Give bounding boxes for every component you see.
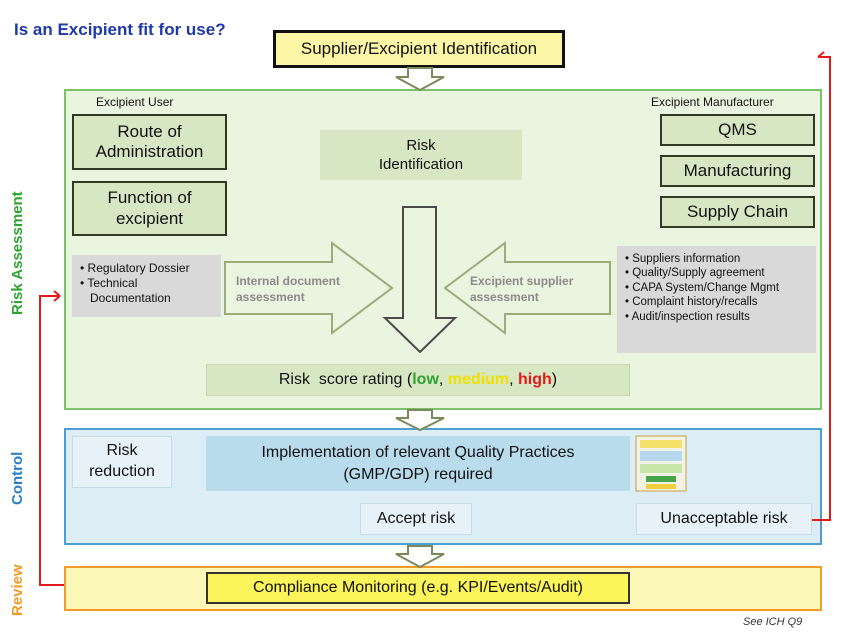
risk-medium-label: medium — [447, 371, 510, 388]
supplier-identification-box: Supplier/Excipient Identification — [273, 30, 565, 68]
supplier-assessment-label: Excipient supplier assessment — [470, 274, 574, 304]
risk-high-label: high — [518, 371, 552, 388]
route-of-administration-box: Route of Administration — [72, 114, 227, 170]
unacceptable-risk-box: Unacceptable risk — [636, 503, 812, 535]
accept-risk-box: Accept risk — [360, 503, 472, 535]
function-line1: Function of — [107, 188, 192, 208]
arrow-control-to-review — [395, 545, 445, 569]
excipient-user-heading: Excipient User — [96, 95, 174, 109]
central-down-arrow — [382, 206, 458, 354]
page-title: Is an Excipient fit for use? — [14, 20, 226, 39]
unacceptable-feedback-line — [812, 56, 831, 521]
excipient-manufacturer-heading: Excipient Manufacturer — [651, 95, 774, 109]
manufacturer-info-box: • Suppliers information • Quality/Supply… — [617, 246, 816, 353]
doc-item-documentation: Documentation — [90, 291, 171, 305]
risk-id-line2: Identification — [378, 156, 464, 173]
route-line2: Administration — [95, 142, 204, 161]
risk-score-rating-box: Risk score rating (low, medium, high) — [206, 364, 630, 396]
implementation-box: Implementation of relevant Quality Pract… — [206, 436, 630, 491]
risk-low-label: low — [412, 371, 439, 388]
manufacturing-box: Manufacturing — [660, 155, 815, 187]
function-of-excipient-box: Function of excipient — [72, 181, 227, 236]
info-item: • Quality/Supply agreement — [625, 267, 765, 280]
risk-reduction-box: Risk reduction — [72, 436, 172, 488]
risk-id-line1: Risk — [406, 136, 436, 154]
doc-item-dossier: • Regulatory Dossier — [80, 261, 190, 275]
info-item: • CAPA System/Change Mgmt — [625, 281, 780, 294]
internal-assessment-arrow — [224, 241, 394, 335]
user-documents-box: • Regulatory Dossier • Technical Documen… — [72, 255, 221, 317]
supply-chain-box: Supply Chain — [660, 196, 815, 228]
info-item: • Complaint history/recalls — [625, 296, 758, 309]
doc-item-technical: • Technical — [80, 276, 138, 290]
document-thumbnail — [635, 435, 687, 492]
qms-box: QMS — [660, 114, 815, 146]
control-label: Control — [9, 451, 26, 505]
internal-assessment-label: Internal document assessment — [236, 274, 341, 304]
review-feedback-line — [39, 295, 64, 586]
info-item: • Suppliers information — [625, 253, 741, 265]
risk-assessment-label: Risk Assessment — [9, 191, 26, 315]
route-line1: Route of — [117, 121, 182, 141]
arrow-ident-to-ra — [395, 67, 445, 92]
risk-identification-box: Risk Identification — [320, 130, 522, 180]
supplier-assessment-arrow — [443, 241, 611, 335]
function-line2: excipient — [115, 208, 184, 228]
info-item: • Audit/inspection results — [625, 310, 750, 323]
footer-reference: See ICH Q9 — [743, 616, 803, 628]
arrow-ra-to-control — [395, 409, 445, 432]
compliance-monitoring-box: Compliance Monitoring (e.g. KPI/Events/A… — [206, 572, 630, 604]
review-label: Review — [9, 564, 26, 616]
